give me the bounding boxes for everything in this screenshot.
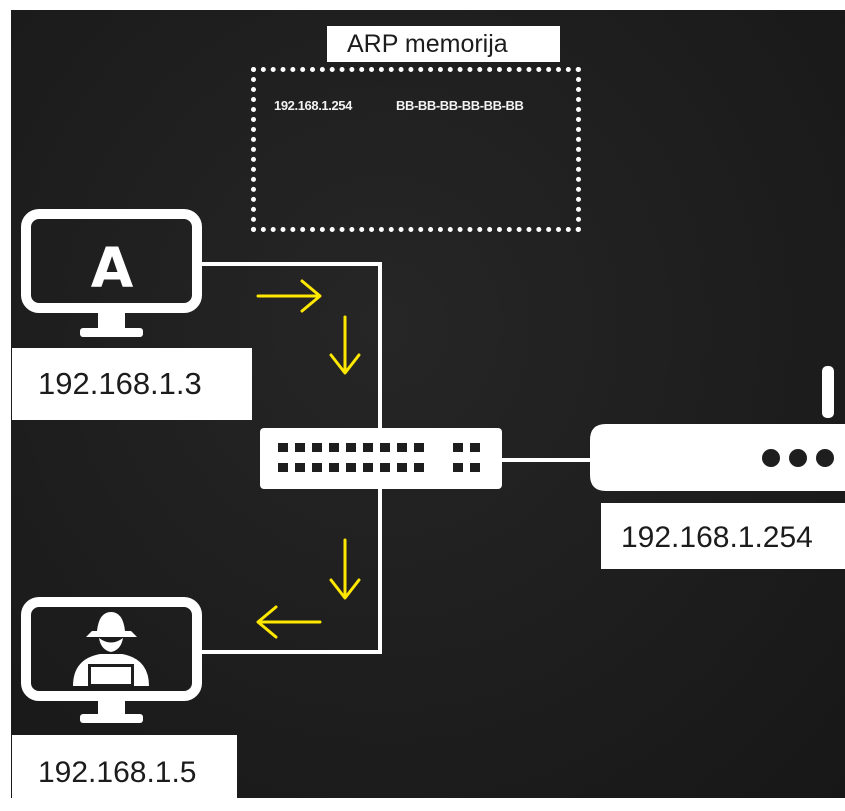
cable-switch-to-attacker [197,489,382,654]
arp-memory-table: 192.168.1.254 BB-BB-BB-BB-BB-BB [251,67,581,232]
attacker-ip-label: 192.168.1.5 [12,735,237,798]
router-antenna [822,366,834,418]
arp-entry-mac: BB-BB-BB-BB-BB-BB [396,98,524,113]
arrow-down-icon [329,538,361,600]
arrow-right-icon [256,279,322,313]
router-ip-label: 192.168.1.254 [601,503,845,569]
hacker-icon [73,612,149,686]
attacker-computer-icon [21,597,202,723]
router-icon [590,366,845,491]
arp-entry-ip: 192.168.1.254 [274,98,352,113]
cable-host-a-to-switch [197,262,382,428]
switch-icon [260,428,502,489]
arp-memory-title: ARP memorija [327,26,560,62]
computer-a-letter: A [91,236,134,300]
arrow-down-icon [329,315,361,375]
computer-a-icon: A [21,209,202,337]
host-a-ip-label: 192.168.1.3 [12,348,252,420]
arrow-left-icon [256,605,322,639]
network-cables [197,262,596,654]
